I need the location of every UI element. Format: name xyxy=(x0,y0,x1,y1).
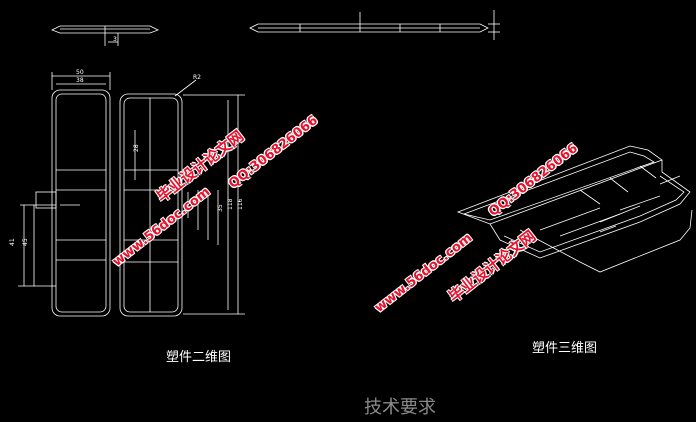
plate-left xyxy=(18,72,111,317)
dim-r-label: R2 xyxy=(193,74,201,81)
dim-vert-b: 28 xyxy=(133,144,140,152)
dim-width-inner: 38 xyxy=(76,77,84,84)
plate-middle xyxy=(119,79,245,317)
dim-top-small: 3 xyxy=(113,36,117,43)
dim-vert-a: 35 xyxy=(217,204,224,212)
caption-2d-view: 塑件二维图 xyxy=(166,350,232,365)
plate-3d-view xyxy=(456,145,693,273)
dim-vert-d: 45 xyxy=(22,238,29,246)
side-profile-left xyxy=(51,25,159,46)
dim-height-total: 116 xyxy=(237,198,244,210)
dim-height-inner: 118 xyxy=(227,198,234,210)
dim-width-outer: 50 xyxy=(76,69,84,76)
tech-requirements-title: 技术要求 xyxy=(364,397,436,418)
side-profile-right xyxy=(249,10,500,40)
caption-3d-view: 塑件三维图 xyxy=(532,341,598,356)
dim-vert-c: 41 xyxy=(9,238,16,246)
